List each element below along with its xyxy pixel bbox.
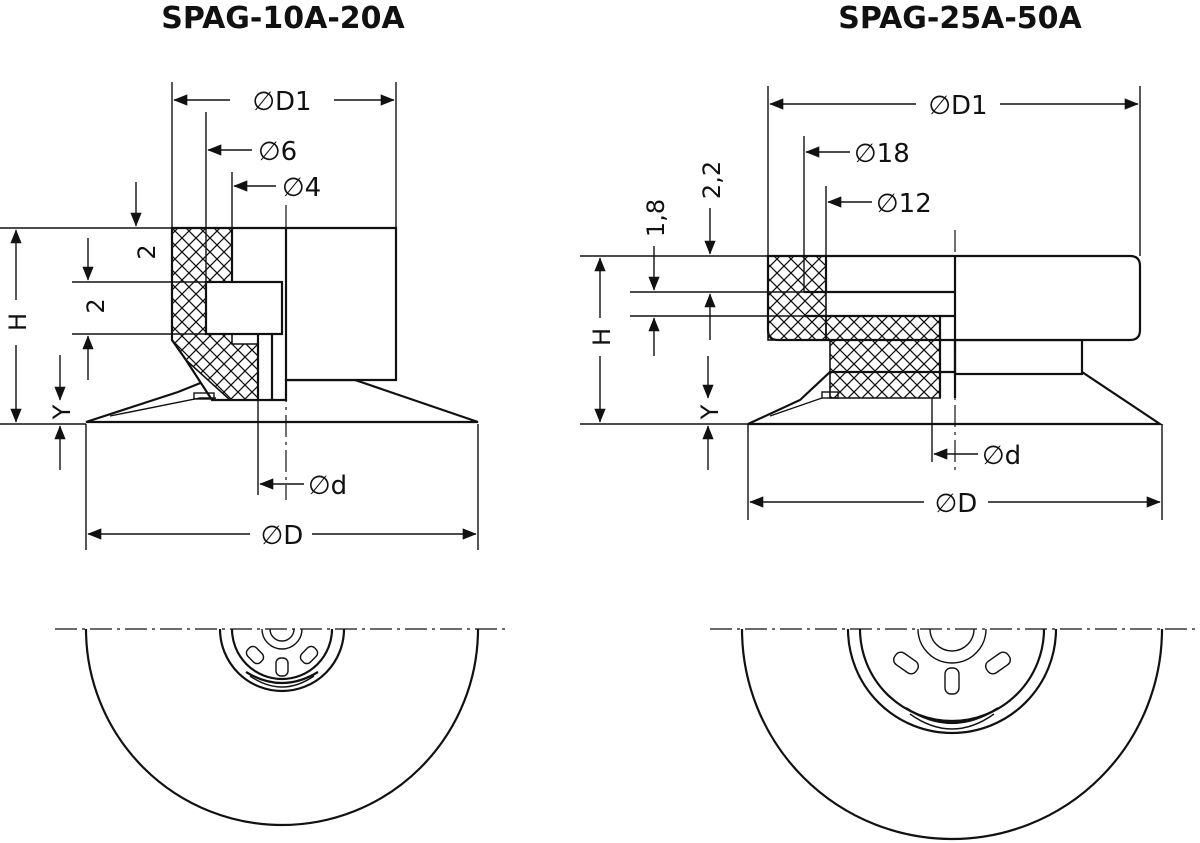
- right-dim-d-big: ∅D: [935, 489, 978, 519]
- right-dim-d12: ∅12: [876, 189, 932, 219]
- left-section-view: ∅D1 ∅6 ∅4 2 2 H Y ∅d ∅D: [0, 82, 479, 551]
- left-dim-d-big: ∅D: [261, 521, 304, 551]
- title-right: SPAG-25A-50A: [838, 1, 1082, 36]
- right-dim-2-2: 2,2: [698, 161, 726, 199]
- title-left: SPAG-10A-20A: [161, 1, 405, 36]
- right-dim-d-small: ∅d: [982, 441, 1021, 471]
- right-dim-d18: ∅18: [854, 139, 910, 169]
- left-inner-bore: [204, 280, 284, 336]
- left-dim-d4: ∅4: [282, 173, 321, 203]
- left-dim-d6: ∅6: [258, 137, 297, 167]
- right-dim-y: Y: [696, 404, 724, 420]
- left-cup-outline: [84, 628, 480, 827]
- left-bottom-view: [55, 628, 510, 827]
- left-dim-2-upper: 2: [133, 244, 161, 259]
- right-dim-1-8: 1,8: [642, 199, 670, 237]
- right-dim-h: H: [588, 328, 616, 346]
- right-section-view: ∅D1 ∅18 ∅12 1,8 2,2 H Y ∅d ∅D: [580, 86, 1164, 520]
- left-dim-h: H: [4, 313, 32, 331]
- right-dim-d1: ∅D1: [928, 91, 987, 121]
- right-cup-outline: [740, 628, 1164, 841]
- left-dim-d-small: ∅d: [308, 471, 347, 501]
- right-hatch-body: [825, 315, 941, 399]
- right-hatch-top: [767, 255, 827, 341]
- right-bottom-view: [710, 628, 1200, 841]
- left-dim-y: Y: [48, 404, 76, 420]
- left-dim-2-lower: 2: [82, 298, 110, 313]
- right-neck: [953, 338, 1084, 376]
- left-dim-d1: ∅D1: [252, 87, 311, 117]
